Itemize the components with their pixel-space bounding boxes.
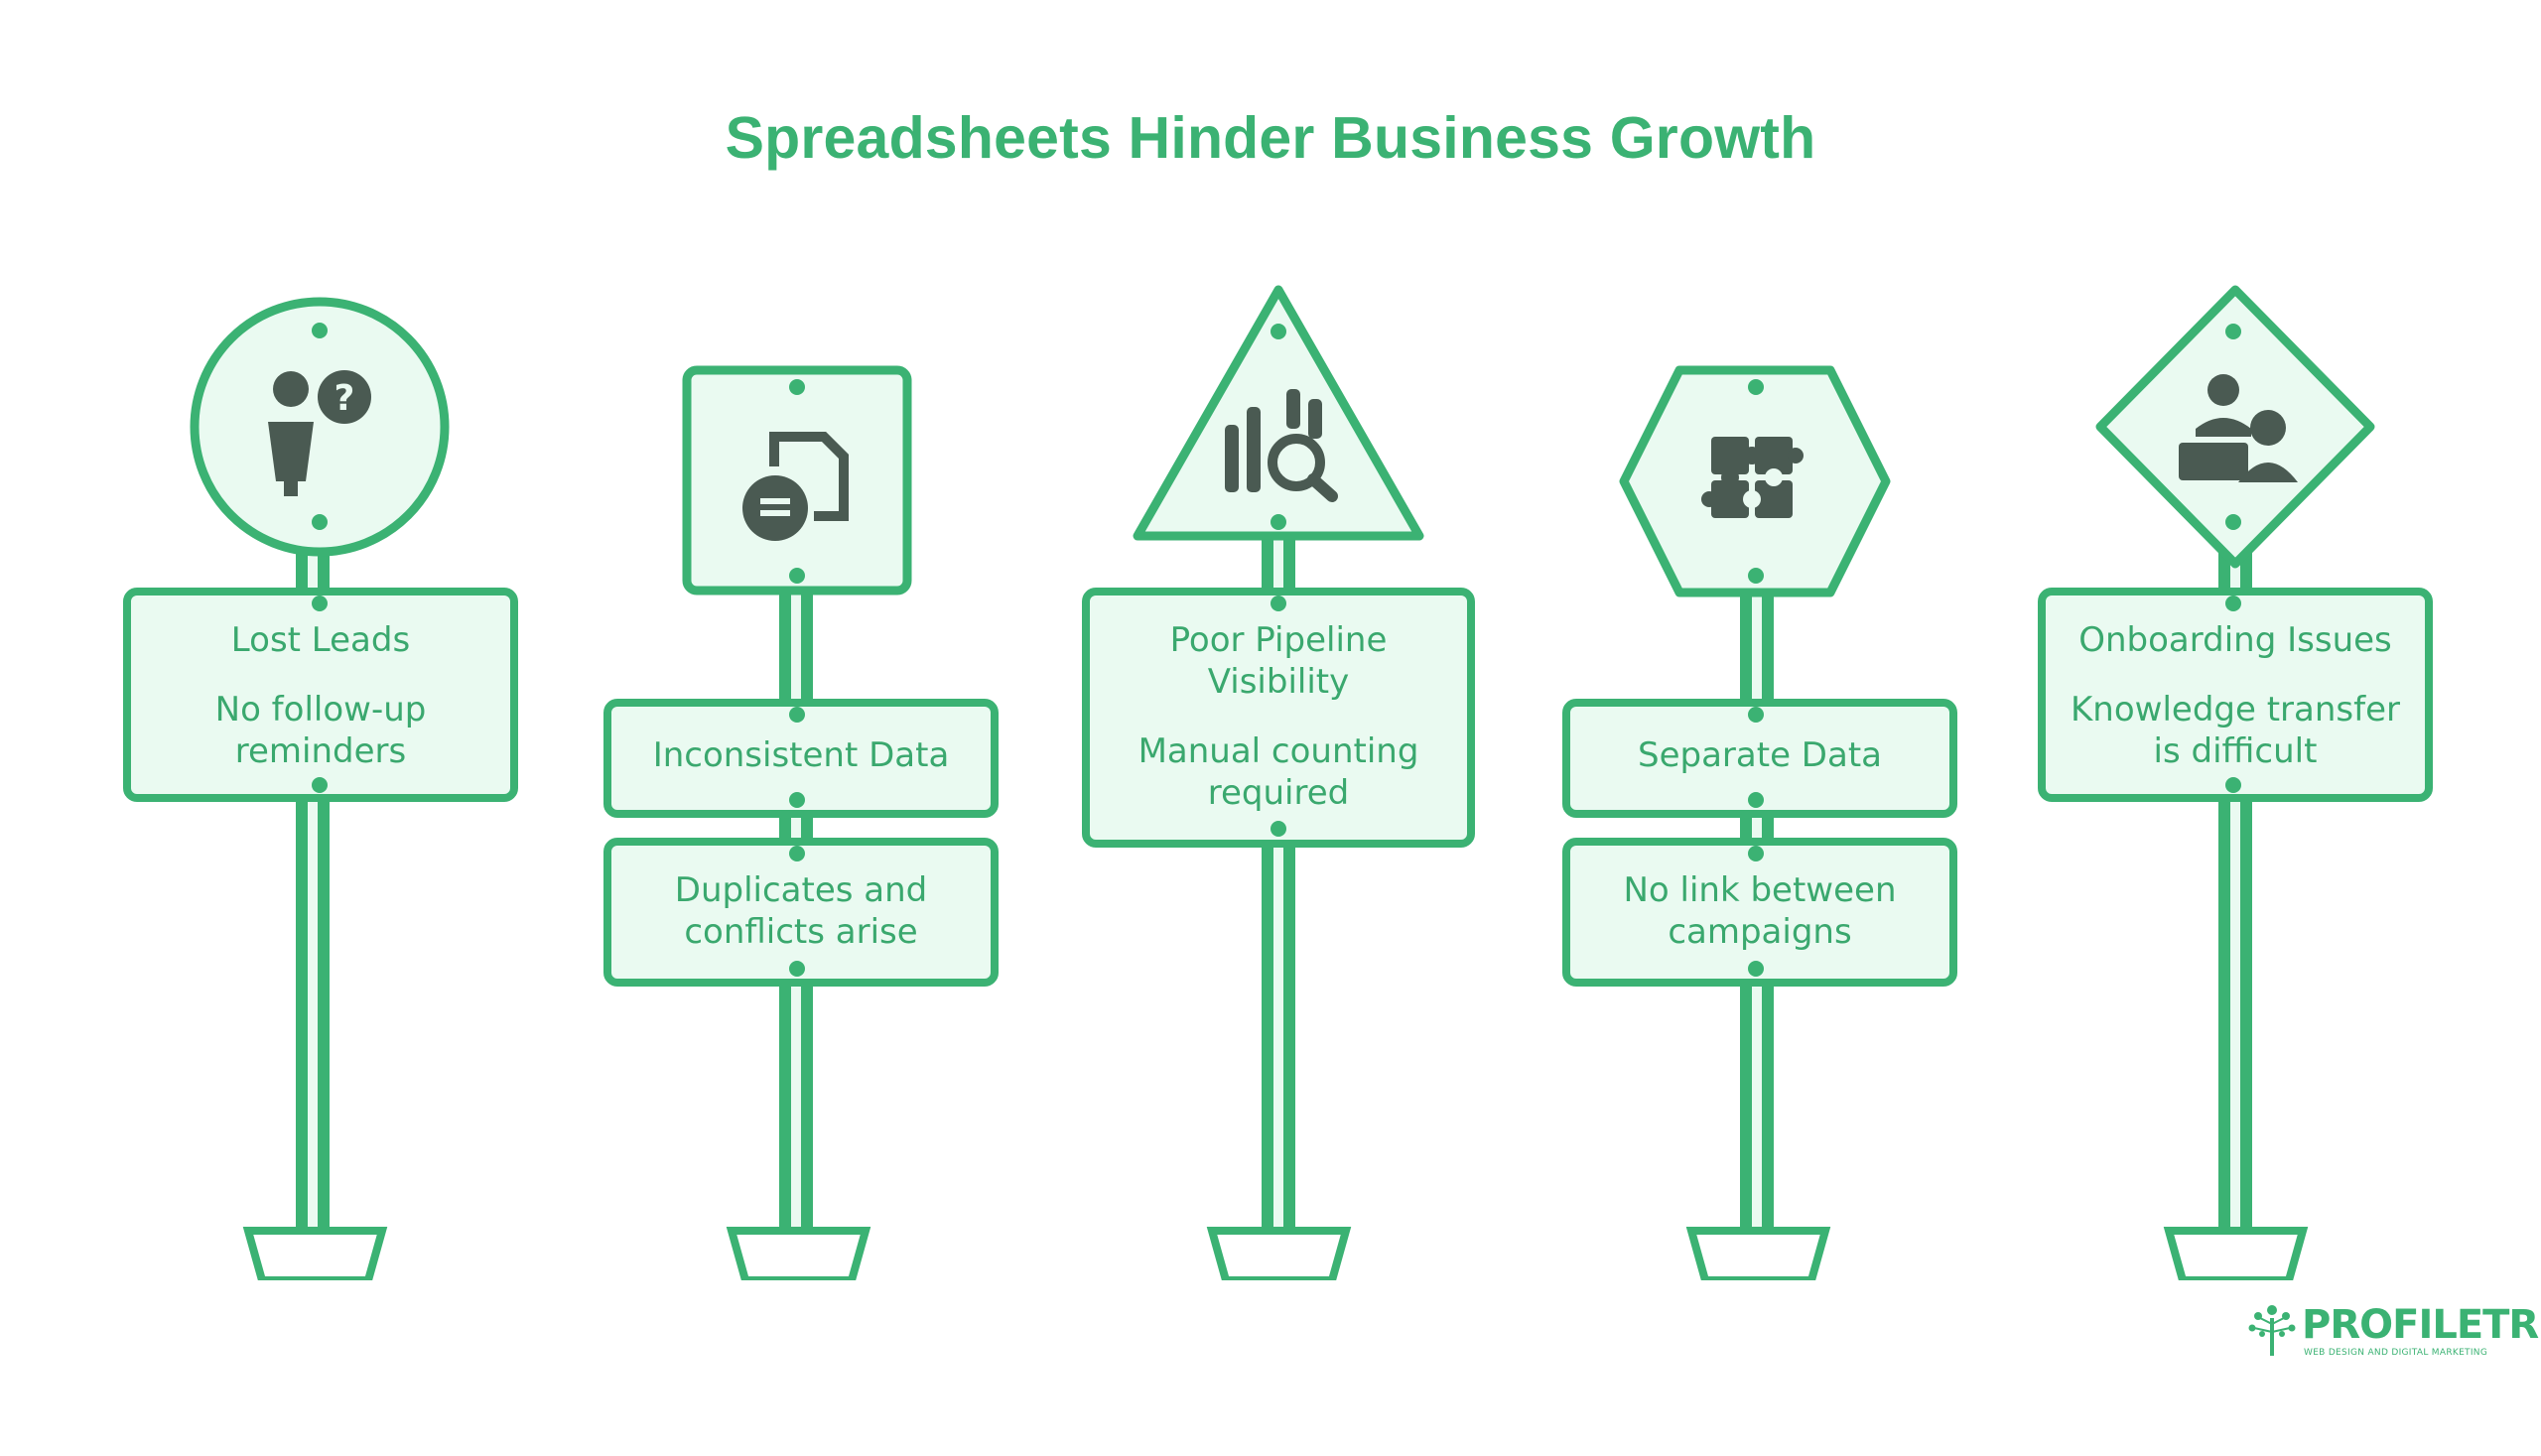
people-desk-icon: [2179, 374, 2298, 482]
logo-tagline: WEB DESIGN AND DIGITAL MARKETING: [2304, 1348, 2488, 1358]
square-sign: [682, 365, 912, 596]
sign-panel: [1082, 588, 1475, 848]
sign-2-panel-1: Inconsistent Data: [652, 735, 950, 775]
person-question-icon: ?: [268, 370, 371, 496]
circle-sign: [190, 297, 450, 557]
sign-1-heading: Lost Leads: [230, 620, 411, 660]
profiletree-logo[interactable]: PROFILETREE WEB DESIGN AND DIGITAL MARKE…: [2246, 1300, 2541, 1360]
sign-base: [2163, 1227, 2309, 1284]
chart-search-icon: [1225, 389, 1338, 502]
sign-base: [242, 1227, 388, 1284]
document-equals-icon: [742, 432, 849, 541]
sign-4-separate-data: [1562, 365, 1957, 1284]
sign-5-body: Knowledge transfer is difficult: [2071, 690, 2400, 771]
sign-panel: [603, 699, 999, 818]
sign-1-lost-leads: ?: [123, 297, 518, 1284]
sign-panel: [123, 588, 518, 802]
page-title: Spreadsheets Hinder Business Growth: [725, 105, 1816, 171]
hexagon-sign: [1619, 365, 1891, 597]
puzzle-icon: [1701, 437, 1804, 518]
sign-3-pipeline-visibility: [1082, 285, 1475, 1284]
sign-base: [1685, 1227, 1831, 1284]
sign-2-panel-2: Duplicates and conflicts arise: [674, 870, 928, 952]
ground-strip: [0, 1280, 2541, 1320]
sign-3-heading: Poor Pipeline Visibility: [1169, 620, 1388, 702]
logo-name: PROFILETREE: [2302, 1302, 2541, 1348]
sign-4-panel-2: No link between campaigns: [1623, 870, 1897, 952]
sign-base: [1206, 1227, 1352, 1284]
sign-4-panel-1: Separate Data: [1638, 735, 1882, 775]
sign-1-body: No follow-up reminders: [214, 690, 427, 771]
sign-panel: [603, 838, 999, 987]
tree-icon: [2248, 1305, 2296, 1356]
sign-5-onboarding: [2038, 285, 2433, 1284]
sign-2-inconsistent-data: [603, 365, 999, 1284]
sign-base: [726, 1227, 871, 1284]
svg-text:?: ?: [334, 378, 355, 419]
sign-5-heading: Onboarding Issues: [2078, 620, 2392, 660]
sign-panel: [1562, 838, 1957, 987]
sign-panel: [2038, 588, 2433, 802]
triangle-sign: [1133, 285, 1424, 541]
sign-panel: [1562, 699, 1957, 818]
sign-3-body: Manual counting required: [1137, 731, 1419, 813]
